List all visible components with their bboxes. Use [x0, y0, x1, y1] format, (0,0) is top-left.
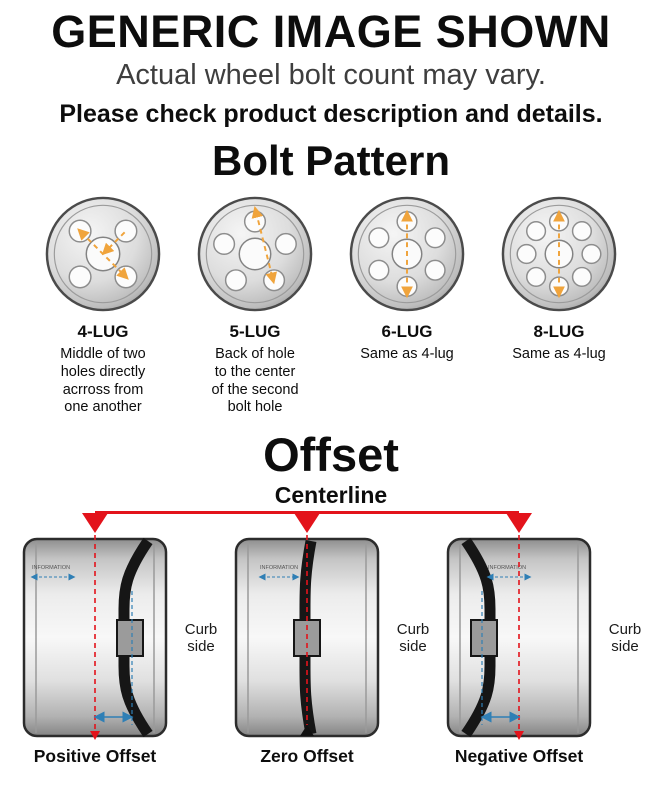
lug-hole [571, 267, 592, 288]
wheel-inner-ring [53, 204, 153, 304]
negative-offset-wheel-diagram: INFORMATION [446, 535, 592, 740]
wheel-8-lug-diagram [501, 196, 617, 312]
wheel-inner-ring [509, 204, 609, 304]
lug-hole [526, 267, 547, 288]
positive-offset-wheel-diagram: INFORMATION [22, 535, 168, 740]
negative-offset-label: Negative Offset [454, 746, 584, 766]
page-title: GENERIC IMAGE SHOWN [51, 6, 611, 57]
wheel-5-lug-diagram [197, 196, 313, 312]
lug-count-label: 5-LUG [229, 322, 281, 342]
lug-hole [243, 210, 267, 233]
positive-offset-label: Positive Offset [33, 746, 157, 766]
lug-description: Back of hole to the center of the second… [211, 346, 299, 416]
zero-offset-marker [300, 725, 314, 736]
zero-offset-label: Zero Offset [260, 746, 354, 766]
bolt-pattern-heading: Bolt Pattern [211, 137, 450, 185]
measure-line [251, 206, 277, 285]
barrel-fine-print: INFORMATION [488, 565, 526, 571]
wheel-inner-ring [357, 204, 457, 304]
page-subtitle: Actual wheel bolt count may vary. [116, 59, 546, 92]
bolt-pattern-item-6lug: 6-LUG Same as 4-lug [331, 195, 483, 417]
centerline-pointer-zero [294, 513, 320, 533]
zero-offset-wheel-diagram: INFORMATION [234, 535, 380, 738]
centerline-line [95, 511, 519, 514]
lug-hole [263, 269, 286, 292]
wheel-inner-ring [205, 204, 305, 304]
wheel-6-lug-diagram [349, 196, 465, 312]
wheel-hub [470, 619, 498, 657]
centerline-strip [0, 509, 662, 535]
centerline-pointer-negative [506, 513, 532, 533]
lug-description: Middle of two holes directly acrross fro… [60, 346, 146, 416]
bolt-pattern-item-8lug: 8-LUG Same as 4-lug [483, 195, 635, 417]
offset-heading: Offset [263, 428, 399, 481]
offset-label-gap [170, 746, 232, 767]
lug-description: Same as 4-lug [360, 346, 454, 363]
barrel-fine-print: INFORMATION [260, 565, 298, 571]
lug-hole [213, 233, 236, 256]
offset-label-gap [382, 746, 444, 767]
lug-hole [68, 265, 92, 289]
wheel-4-lug-diagram [45, 196, 161, 312]
lug-hole [571, 221, 592, 242]
lug-hole [224, 269, 247, 292]
lug-hole [368, 259, 390, 282]
centerline-arrow [90, 731, 100, 740]
center-bore [238, 237, 272, 271]
lug-description: Same as 4-lug [512, 346, 606, 363]
wheel-hub [116, 619, 144, 657]
bolt-pattern-item-5lug: 5-LUG Back of hole to the center of the … [179, 195, 331, 417]
bolt-pattern-row: 4-LUG Middle of two holes directly acrro… [0, 195, 662, 417]
curb-side-label: Curb side [184, 620, 218, 655]
lug-hole [368, 227, 390, 249]
page-note: Please check product description and det… [59, 100, 603, 129]
curb-side-label: Curb side [608, 620, 642, 655]
centerline-pointer-positive [82, 513, 108, 533]
centerline-arrow [514, 731, 524, 740]
lug-hole [581, 244, 602, 265]
lug-hole [516, 244, 537, 265]
bolt-pattern-item-4lug: 4-LUG Middle of two holes directly acrro… [27, 195, 179, 417]
lug-hole [424, 259, 446, 282]
lug-hole [274, 233, 297, 256]
offset-diagrams-row: INFORMATION Curb side INFORMATION Curb s… [0, 535, 662, 740]
lug-count-label: 8-LUG [533, 322, 585, 342]
lug-hole [424, 227, 446, 249]
centerline-label: Centerline [274, 482, 388, 508]
barrel-fine-print: INFORMATION [32, 565, 70, 571]
lug-count-label: 6-LUG [381, 322, 433, 342]
curb-side-label: Curb side [396, 620, 430, 655]
offset-labels-row: Positive Offset Zero Offset Negative Off… [0, 746, 662, 767]
lug-hole [526, 221, 547, 242]
lug-hole [114, 265, 138, 289]
measure-line [101, 231, 126, 256]
lug-count-label: 4-LUG [77, 322, 129, 342]
